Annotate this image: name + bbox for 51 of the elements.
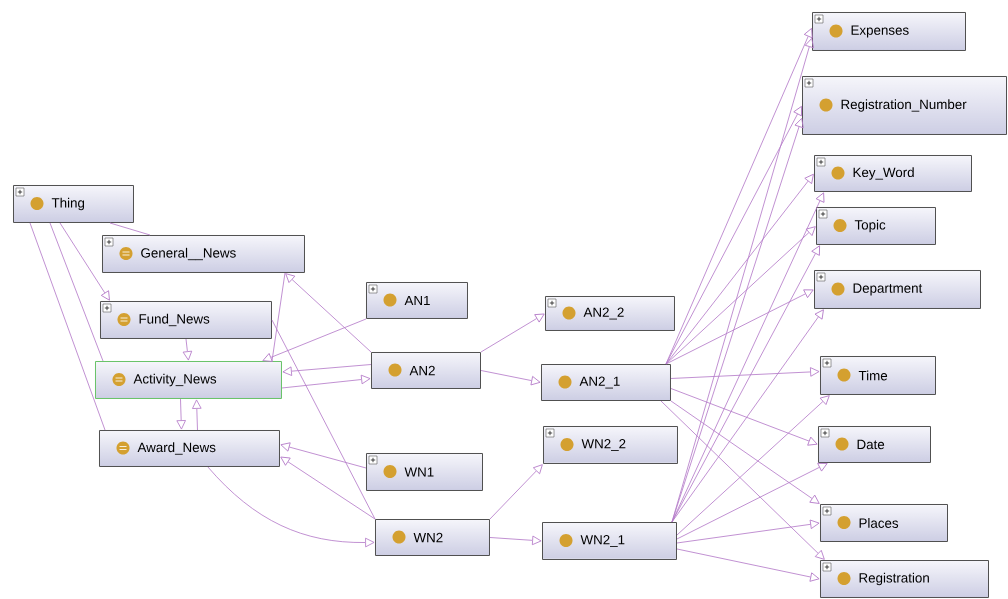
class-box: General__News	[102, 235, 305, 273]
arrow	[280, 456, 376, 520]
arrow	[182, 338, 193, 361]
class-box: Expenses	[812, 12, 966, 51]
arrow	[207, 466, 375, 548]
class-box: AN2_2	[545, 296, 675, 331]
class-box: Registration	[820, 560, 989, 598]
arrow	[665, 173, 814, 365]
class-box: WN2_2	[543, 426, 678, 464]
arrow	[670, 400, 820, 504]
arrow	[489, 464, 543, 520]
class-box: Thing	[13, 185, 134, 223]
arrow	[281, 374, 371, 389]
class-box: Places	[820, 504, 948, 542]
arrow	[480, 313, 545, 353]
arrow	[670, 367, 820, 379]
arrow	[489, 535, 542, 546]
arrow	[285, 273, 372, 353]
class-box: Activity_News	[95, 361, 282, 399]
arrow	[676, 462, 828, 540]
class-box: Time	[820, 356, 936, 395]
class-box: Topic	[816, 207, 936, 245]
arrow	[280, 442, 367, 469]
class-box: WN2	[375, 519, 490, 556]
class-box: AN2	[371, 352, 481, 389]
class-box: Key_Word	[814, 155, 972, 192]
arrow	[660, 400, 825, 560]
class-box: AN2_1	[541, 364, 671, 401]
arrow	[480, 370, 541, 386]
arrow	[192, 399, 202, 431]
class-box: AN1	[366, 282, 468, 319]
class-box: Registration_Number	[802, 76, 1007, 135]
class-box: Award_News	[99, 430, 280, 467]
arrow	[282, 364, 372, 376]
class-box: Fund_News	[100, 301, 272, 339]
class-box: Department	[814, 270, 981, 309]
arrow	[676, 548, 820, 582]
arrow	[262, 318, 367, 362]
arrow	[676, 519, 820, 544]
arrow	[665, 27, 813, 365]
arrow	[671, 192, 825, 523]
arrow	[59, 222, 110, 301]
class-box: Date	[818, 426, 931, 463]
arrow	[670, 388, 818, 446]
arrow	[676, 395, 830, 536]
class-box: WN1	[366, 453, 483, 491]
arrow	[671, 309, 824, 523]
arrow	[665, 226, 816, 365]
arrow	[665, 289, 814, 365]
class-box: WN2_1	[542, 522, 677, 560]
arrow	[176, 398, 186, 430]
